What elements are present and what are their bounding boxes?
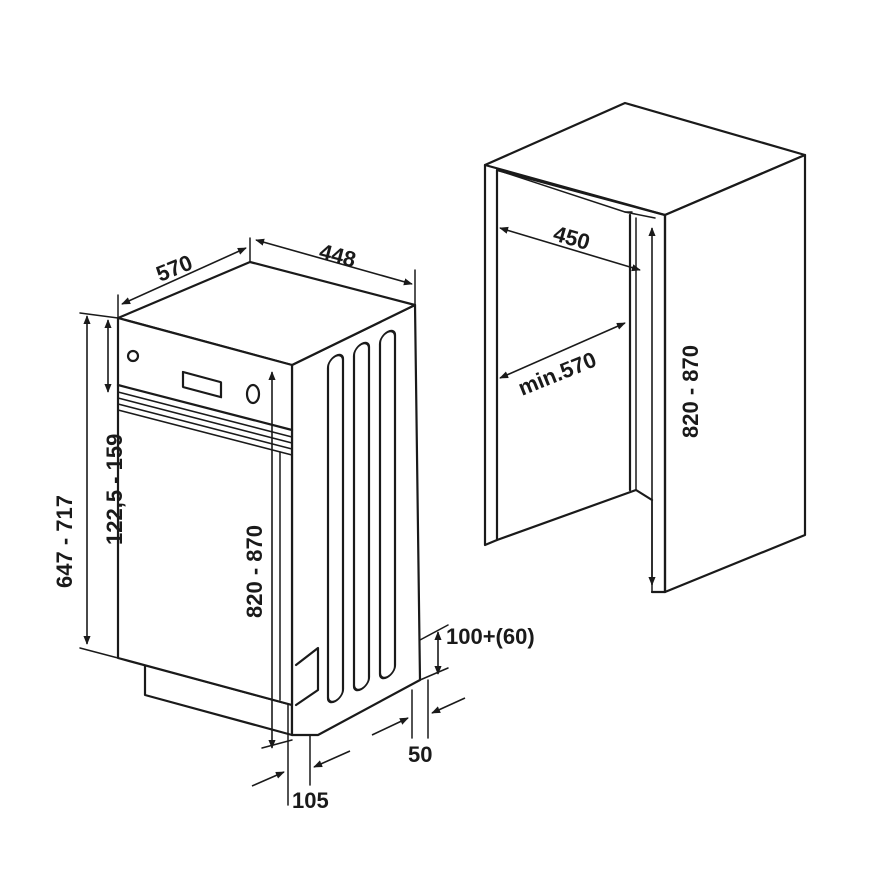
program-knob (245, 383, 261, 405)
dim-plinth-offset: 50 (371, 679, 466, 767)
dim-niche-width: 450 (499, 221, 641, 272)
label-depth: 570 (153, 250, 196, 287)
dim-plinth-height: 100+(60) (419, 624, 535, 681)
dim-niche-depth: min.570 (499, 322, 626, 401)
label-plinth-height: 100+(60) (446, 624, 535, 649)
dim-panel-height: 122,5 - 159 (102, 319, 127, 545)
dishwasher-drawing (116, 260, 422, 737)
niche-drawing (483, 101, 807, 594)
control-display (181, 370, 223, 399)
label-recess: 105 (292, 788, 329, 813)
label-total-height: 820 - 870 (242, 525, 267, 618)
dishwasher-side-panel (290, 303, 422, 737)
dim-recess: 105 (251, 704, 351, 813)
label-niche-height: 820 - 870 (678, 345, 703, 438)
dim-total-height: 820 - 870 (242, 371, 293, 749)
dishwasher-front-door (116, 316, 294, 707)
label-width: 448 (317, 239, 359, 273)
label-door-height: 647 - 717 (52, 495, 77, 588)
label-plinth-offset: 50 (408, 742, 432, 767)
label-niche-width: 450 (551, 221, 593, 255)
handle-strip (117, 391, 293, 456)
dim-niche-height: 820 - 870 (648, 227, 703, 586)
label-panel-height: 122,5 - 159 (102, 434, 127, 545)
side-ribs (326, 329, 397, 704)
dim-door-height: 647 - 717 (52, 312, 119, 659)
label-niche-depth: min.570 (515, 347, 600, 401)
power-knob (126, 349, 140, 363)
